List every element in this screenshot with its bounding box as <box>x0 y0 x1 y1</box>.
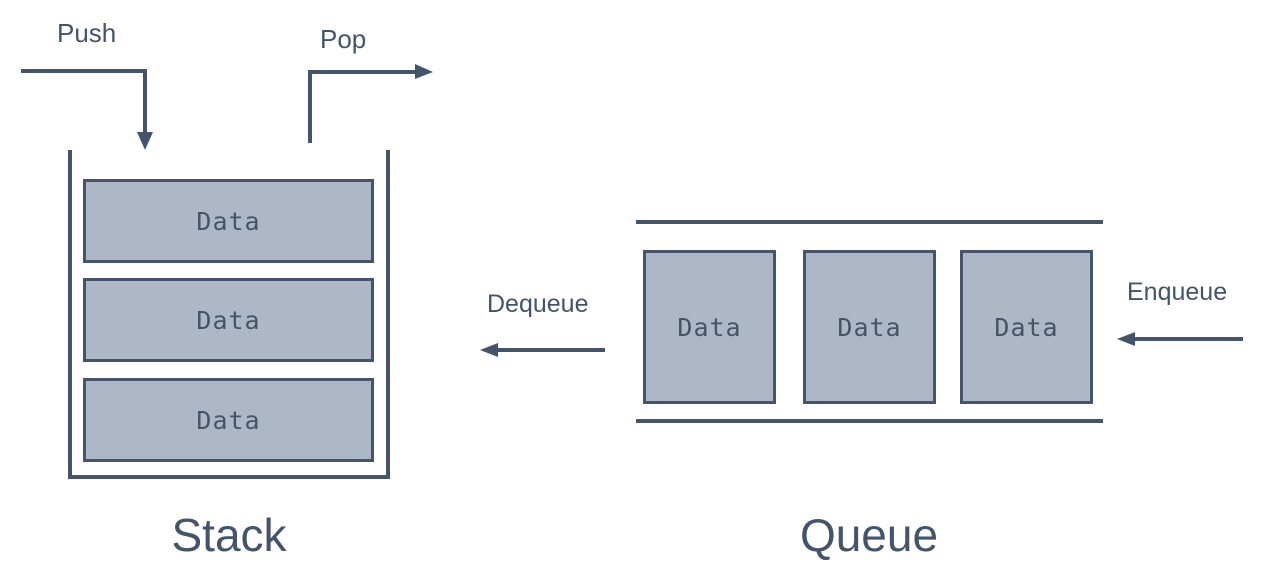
stack-item-2: Data <box>83 378 374 462</box>
dequeue-arrow-head-icon <box>480 343 498 357</box>
queue-item-2: Data <box>960 250 1093 404</box>
pop-arrow-head-icon <box>415 64 433 79</box>
queue-item-0: Data <box>643 250 776 404</box>
stack-item-2-label: Data <box>196 405 261 435</box>
pop-label: Pop <box>320 24 367 54</box>
stack-item-0: Data <box>83 179 374 263</box>
push-arrow-head-icon <box>137 132 153 150</box>
stack-title: Stack <box>171 509 287 561</box>
stack-item-1-label: Data <box>196 305 261 335</box>
push-label: Push <box>57 18 117 48</box>
stack-item-1: Data <box>83 278 374 362</box>
push-arrow-line <box>21 69 147 134</box>
queue-item-0-label: Data <box>677 312 742 342</box>
queue-item-2-label: Data <box>994 312 1059 342</box>
dequeue-label: Dequeue <box>487 290 589 318</box>
queue-item-1-label: Data <box>837 312 902 342</box>
stack-container-outline <box>68 150 390 479</box>
pop-arrow-line <box>308 70 417 143</box>
queue-title: Queue <box>799 509 939 561</box>
enqueue-label: Enqueue <box>1127 278 1228 306</box>
queue-item-1: Data <box>803 250 936 404</box>
enqueue-arrow-head-icon <box>1117 332 1135 346</box>
stack-item-0-label: Data <box>196 206 261 236</box>
